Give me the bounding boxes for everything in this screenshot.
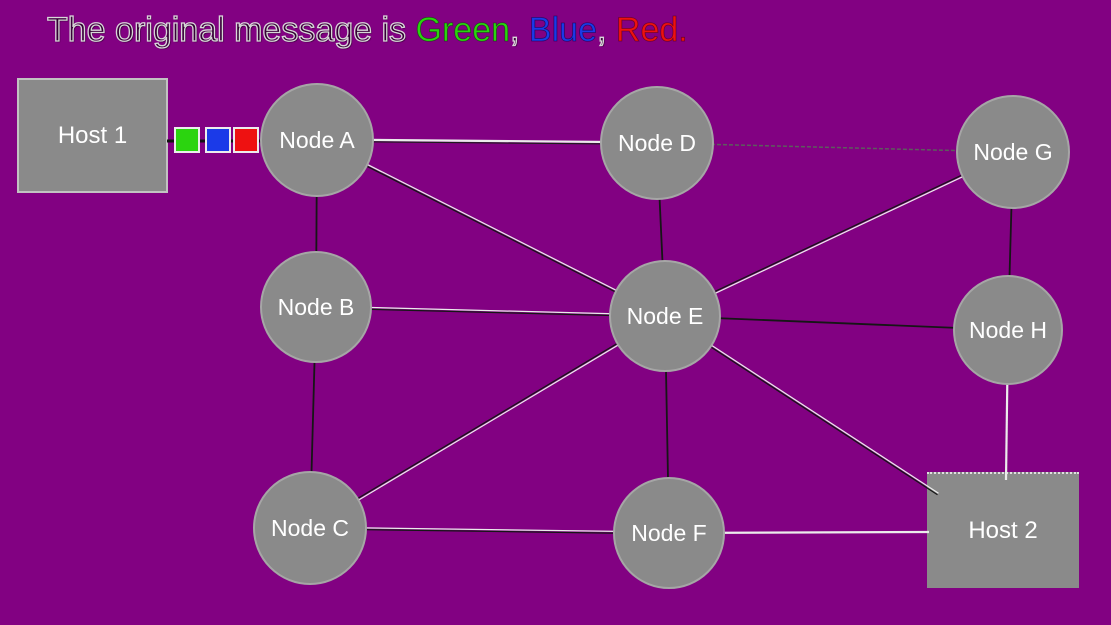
- node-A[interactable]: Node A: [260, 83, 374, 197]
- node-label-C: Node C: [271, 514, 349, 541]
- node-label-A: Node A: [279, 126, 355, 153]
- node-label-E: Node E: [626, 302, 704, 329]
- edge-E-H: [664, 315, 1009, 331]
- host-label-host1: Host 1: [57, 121, 128, 149]
- title-segment-red: Red.: [615, 11, 688, 50]
- title-segment-hollow: The original message is: [46, 10, 416, 49]
- edge-B-E: [315, 305, 666, 318]
- diagram-title: The original message is Green, Blue, Red…: [46, 8, 688, 52]
- node-H[interactable]: Node H: [953, 275, 1063, 385]
- node-C[interactable]: Node C: [253, 471, 367, 585]
- node-label-H: Node H: [969, 316, 1047, 343]
- node-D[interactable]: Node D: [600, 86, 714, 200]
- node-G[interactable]: Node G: [956, 95, 1070, 209]
- node-E[interactable]: Node E: [609, 260, 721, 372]
- node-B[interactable]: Node B: [260, 251, 372, 363]
- edge-C-F: [309, 526, 670, 535]
- title-segment-hollow: ,: [509, 10, 529, 49]
- edge-D-G: [656, 142, 1014, 153]
- node-label-G: Node G: [973, 138, 1053, 165]
- edge-G-E: [664, 150, 1014, 318]
- node-F[interactable]: Node F: [613, 477, 725, 589]
- host-host2[interactable]: Host 2: [927, 472, 1079, 588]
- title-segment-blue: Blue: [528, 11, 598, 50]
- host-host1[interactable]: Host 1: [17, 78, 168, 193]
- title-segment-green: Green: [415, 11, 511, 50]
- edge-A-E: [316, 138, 666, 318]
- node-label-B: Node B: [277, 293, 355, 320]
- title-segment-hollow: ,: [596, 10, 616, 49]
- node-label-D: Node D: [618, 129, 696, 156]
- edge-E-C: [309, 314, 666, 530]
- packet-red[interactable]: [233, 127, 259, 153]
- packet-blue[interactable]: [205, 127, 231, 153]
- packet-green[interactable]: [174, 127, 200, 153]
- host-label-host2: Host 2: [968, 517, 1038, 544]
- node-label-F: Node F: [631, 519, 707, 546]
